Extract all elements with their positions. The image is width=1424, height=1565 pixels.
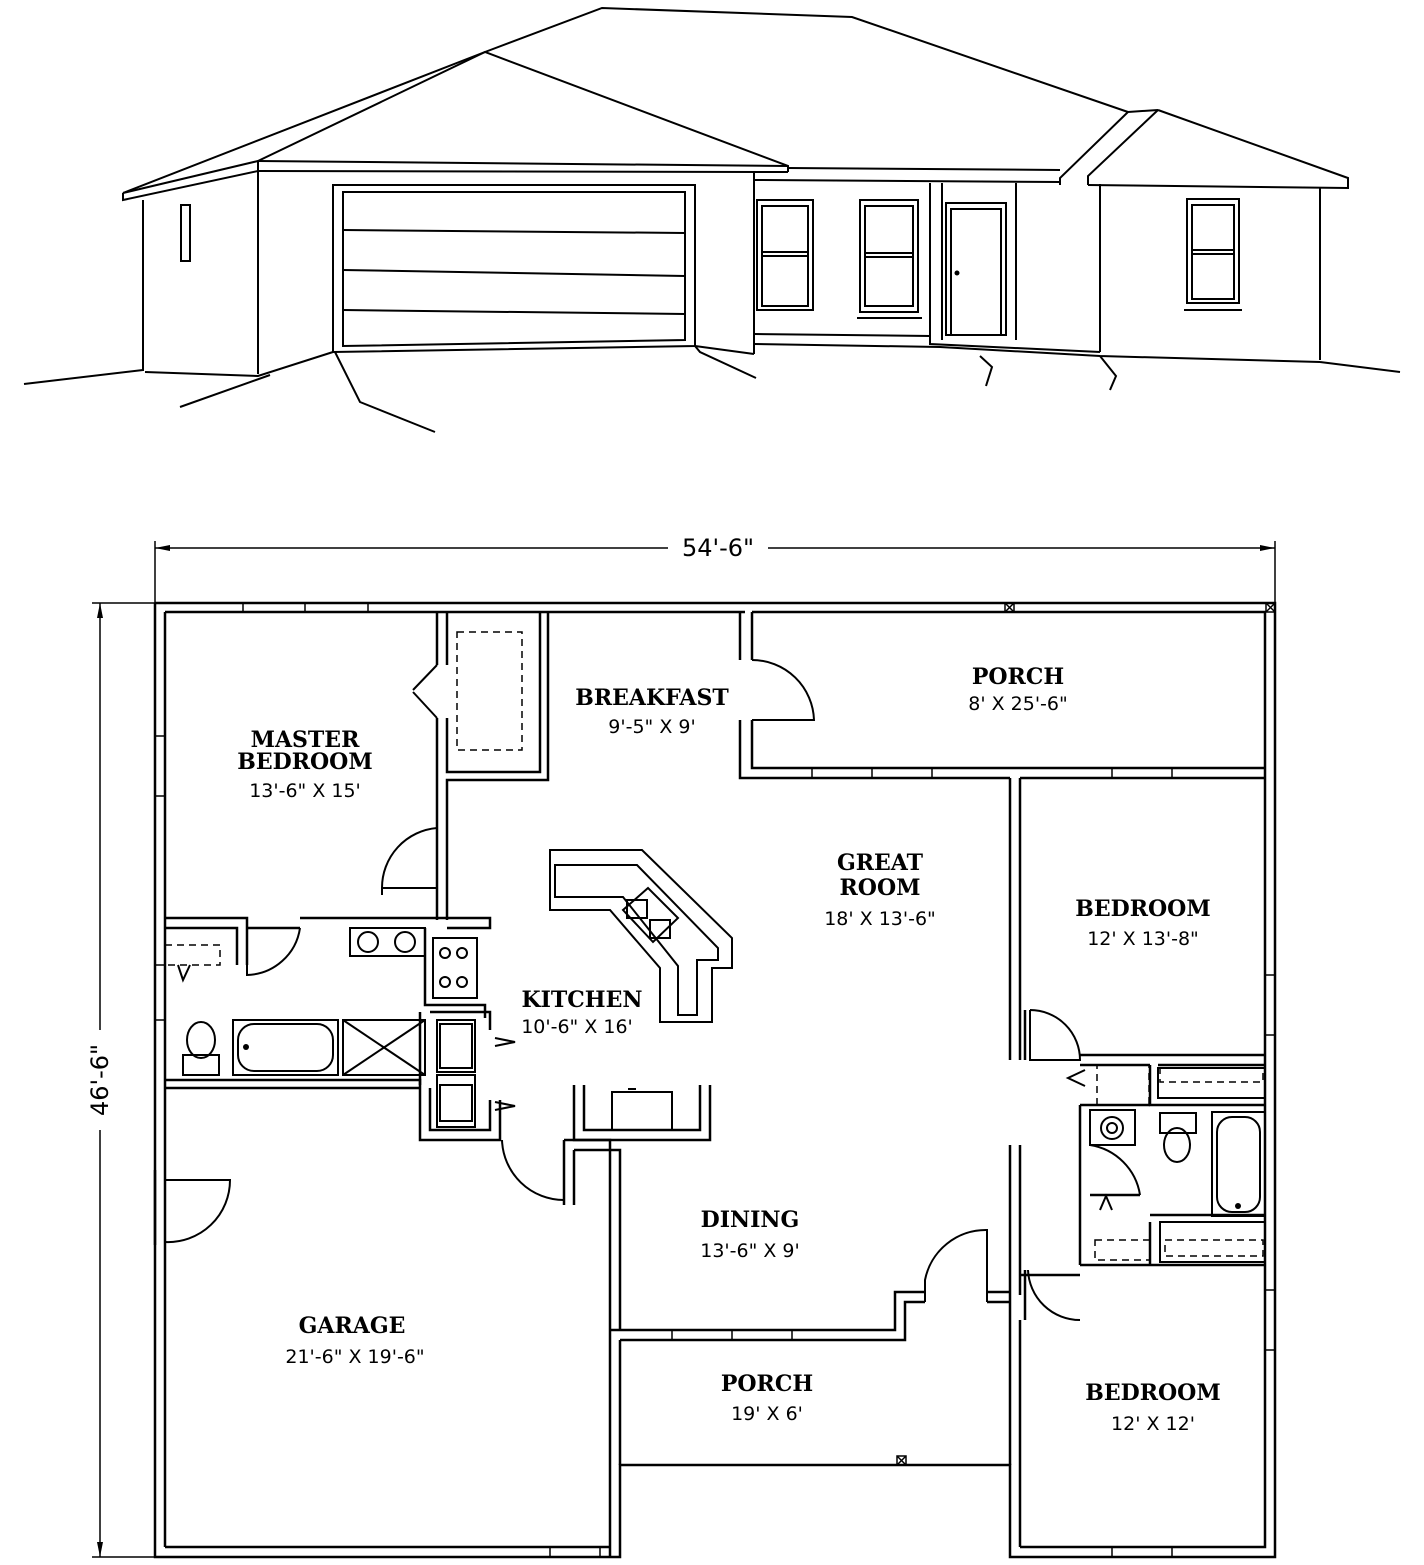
overall-depth-label: 46'-6" [86, 1044, 114, 1116]
dining-size: 13'-6" X 9' [700, 1240, 800, 1262]
floor-plan [153, 601, 1277, 1559]
bedroom-2-name: BEDROOM [1075, 896, 1210, 922]
master-bedroom-size: 13'-6" X 15' [249, 780, 361, 802]
garage-name: GARAGE [299, 1313, 406, 1339]
breakfast-size: 9'-5" X 9' [608, 716, 695, 738]
dimension-lines [92, 541, 1276, 1558]
bedroom-3-name: BEDROOM [1085, 1380, 1220, 1406]
master-bedroom-name-1: MASTER [251, 727, 360, 753]
breakfast-name: BREAKFAST [575, 685, 729, 711]
great-room-size: 18' X 13'-6" [824, 908, 936, 930]
dining-name: DINING [701, 1207, 800, 1233]
porch-front-name: PORCH [721, 1371, 813, 1397]
bedroom-2-size: 12' X 13'-8" [1087, 928, 1199, 950]
master-bedroom-name-2: BEDROOM [237, 749, 372, 775]
front-elevation [23, 6, 1401, 433]
kitchen-name: KITCHEN [522, 987, 643, 1013]
overall-width-label: 54'-6" [682, 534, 754, 562]
porch-front-size: 19' X 6' [731, 1403, 803, 1425]
room-labels: MASTER BEDROOM 13'-6" X 15' BREAKFAST 9'… [237, 664, 1220, 1435]
bedroom-3-size: 12' X 12' [1111, 1413, 1195, 1435]
great-room-name-2: ROOM [840, 875, 921, 901]
kitchen-size: 10'-6" X 16' [521, 1016, 633, 1038]
porch-rear-size: 8' X 25'-6" [968, 693, 1068, 715]
great-room-name-1: GREAT [837, 850, 924, 876]
garage-size: 21'-6" X 19'-6" [285, 1346, 424, 1368]
porch-rear-name: PORCH [972, 664, 1064, 690]
